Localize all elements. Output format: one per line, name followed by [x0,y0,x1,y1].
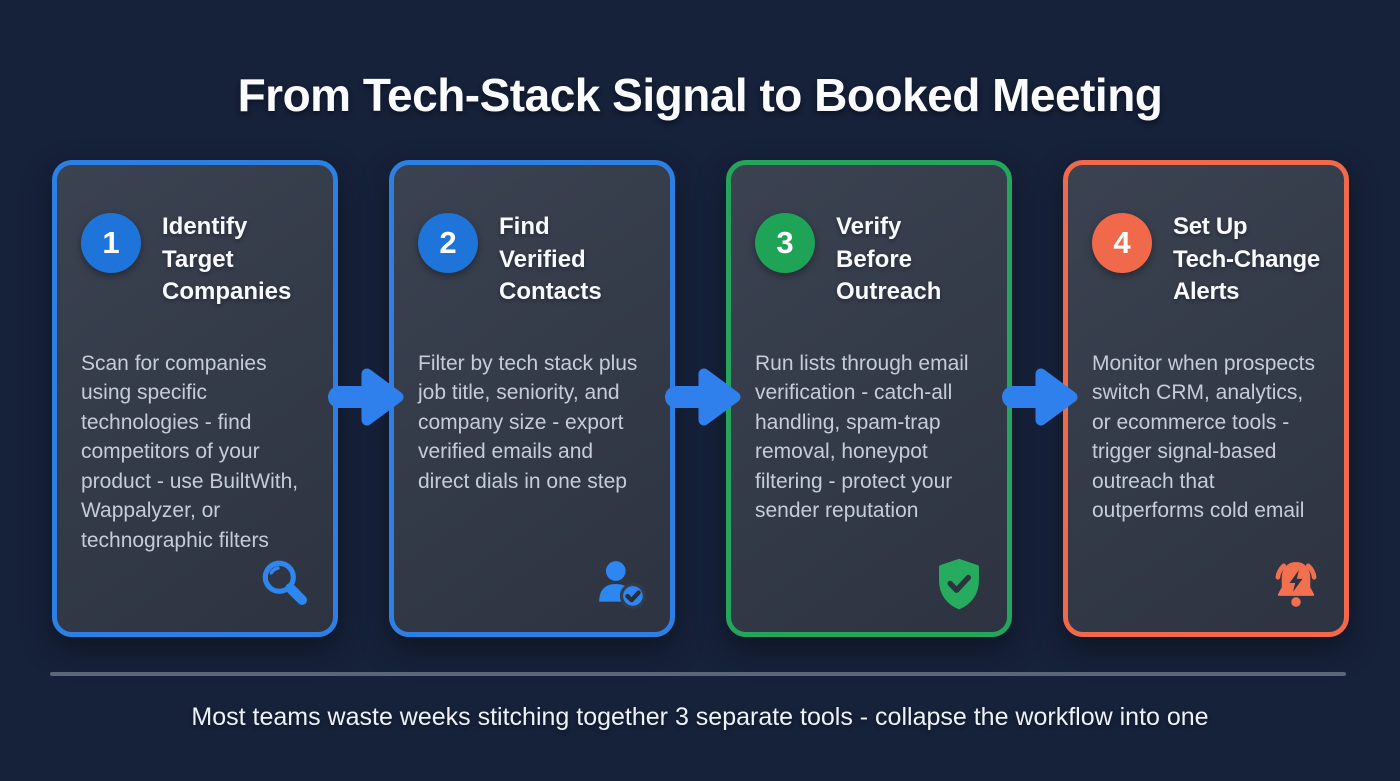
arrow-right-icon [328,368,404,426]
step-header: 1 Identify Target Companies [57,165,333,309]
step-heading: Verify Before Outreach [836,213,942,305]
step-number-badge: 4 [1092,213,1152,273]
shield-check-icon [939,558,979,610]
page-title: From Tech-Stack Signal to Booked Meeting [237,69,1163,121]
step-header: 4 Set Up Tech-Change Alerts [1068,165,1344,309]
arrow-right-icon [1002,368,1078,426]
arrow-right-icon [665,368,741,426]
step-header: 3 Verify Before Outreach [731,165,1007,309]
step-header: 2 Find Verified Contacts [394,165,670,309]
step-body: Run lists through email verification - c… [755,351,969,523]
step-card-set-up-tech-change-alerts: 4 Set Up Tech-Change Alerts Monitor when… [1063,160,1349,637]
alert-bell-icon [1275,561,1317,607]
step-heading: Find Verified Contacts [499,213,602,305]
step-card-verify-before-outreach: 3 Verify Before Outreach Run lists throu… [726,160,1012,637]
divider [50,672,1346,676]
search-icon [262,560,308,605]
step-card-identify-target-companies: 1 Identify Target Companies Scan for com… [52,160,338,637]
footer-note: Most teams waste weeks stitching togethe… [191,703,1209,731]
person-check-icon [599,561,646,609]
step-body: Filter by tech stack plus job title, sen… [418,351,638,493]
step-body: Scan for companies using specific techno… [81,351,299,552]
step-number-badge: 2 [418,213,478,273]
step-body: Monitor when prospects switch CRM, analy… [1092,351,1315,523]
step-number-badge: 3 [755,213,815,273]
step-number-badge: 1 [81,213,141,273]
step-heading: Set Up Tech-Change Alerts [1173,213,1320,305]
step-card-find-verified-contacts: 2 Find Verified Contacts Filter by tech … [389,160,675,637]
step-heading: Identify Target Companies [162,213,292,305]
